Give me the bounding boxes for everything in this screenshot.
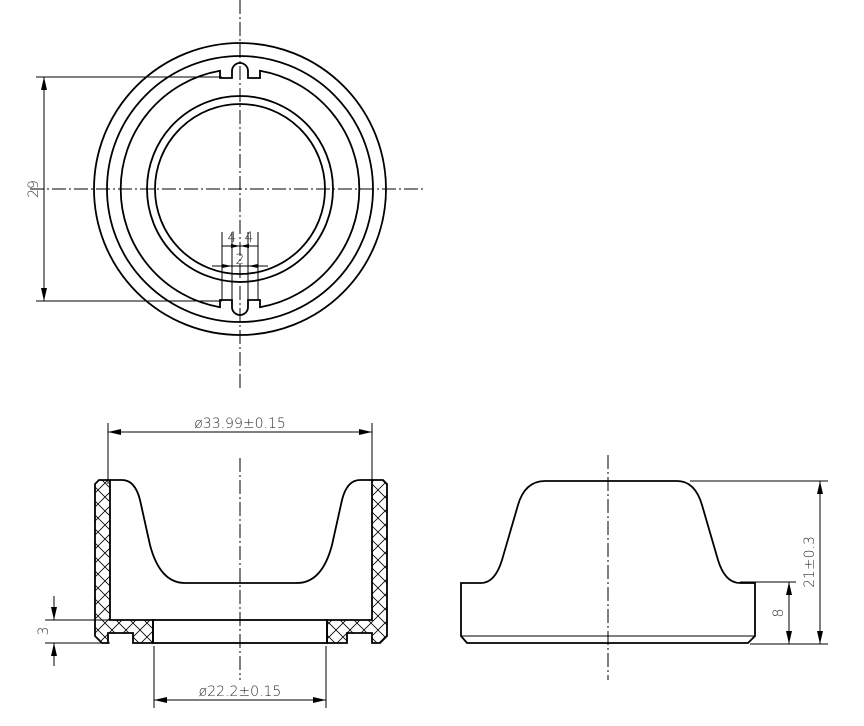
dim-outer-diameter-label: ø33.99±0.15 bbox=[194, 416, 286, 432]
dim-slot-width-right-label: 4 bbox=[245, 230, 254, 246]
dim-flange-height-label: 8 bbox=[771, 609, 787, 618]
outer-ring-inner-edge-with-notches bbox=[119, 62, 361, 316]
arrow-icon bbox=[51, 643, 57, 656]
section-hatch-left bbox=[94, 479, 154, 644]
dim-slot-radius-label: 2 bbox=[236, 252, 245, 268]
arrow-icon bbox=[154, 697, 167, 703]
arrow-icon bbox=[222, 264, 232, 268]
dim-total-height-label: 21±0.3 bbox=[802, 536, 818, 588]
arrow-icon bbox=[240, 244, 249, 248]
arrow-icon bbox=[231, 244, 240, 248]
section-hatch-right bbox=[326, 479, 388, 644]
arrow-icon bbox=[786, 631, 792, 644]
arrow-icon bbox=[41, 288, 47, 301]
dim-inner-diameter-label: ø22.2±0.15 bbox=[199, 684, 282, 700]
arrow-icon bbox=[359, 429, 372, 435]
section-base-bore bbox=[152, 619, 328, 644]
arrow-icon bbox=[817, 631, 823, 644]
arrow-icon bbox=[817, 481, 823, 494]
top-view: 29 4 4 2 bbox=[26, 0, 425, 388]
arrow-icon bbox=[786, 582, 792, 595]
arrow-icon bbox=[108, 429, 121, 435]
inner-bore-inner-edge bbox=[154, 103, 326, 275]
side-view: 21±0.3 8 bbox=[460, 455, 828, 680]
arrow-icon bbox=[51, 607, 57, 620]
dim-slot-width-left-label: 4 bbox=[228, 230, 237, 246]
outer-ring-middle-edge bbox=[106, 55, 374, 323]
arrow-icon bbox=[248, 264, 258, 268]
arrow-icon bbox=[313, 697, 326, 703]
section-cavity-profile bbox=[110, 479, 372, 584]
inner-bore-outer-edge bbox=[146, 95, 334, 283]
arrow-icon bbox=[41, 77, 47, 90]
section-view: ø33.99±0.15 ø22.2±0.15 3 bbox=[36, 416, 388, 708]
side-view-outline bbox=[460, 480, 756, 644]
dim-slot-span-label: 29 bbox=[26, 180, 42, 198]
dim-base-thickness-label: 3 bbox=[36, 627, 52, 636]
outer-ring-outer-edge bbox=[93, 42, 387, 336]
